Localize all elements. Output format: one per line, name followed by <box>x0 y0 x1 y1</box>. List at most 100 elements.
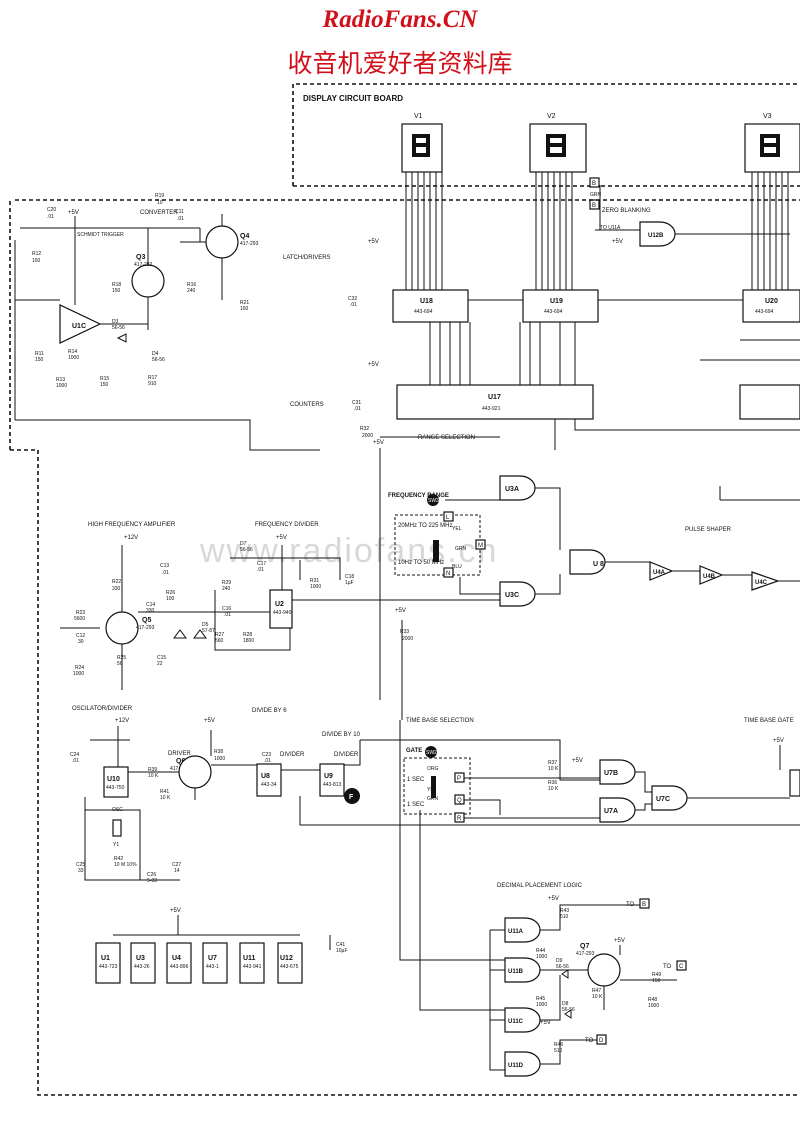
svg-text:U17: U17 <box>488 394 501 401</box>
gate-u7a <box>599 797 636 823</box>
svg-text:10 K: 10 K <box>160 795 171 801</box>
svg-text:TO U11A: TO U11A <box>600 225 621 231</box>
svg-text:443-921: 443-921 <box>482 406 501 412</box>
svg-text:Q6: Q6 <box>176 758 185 765</box>
svg-text:10 K: 10 K <box>148 773 159 779</box>
hf-amp-section: HIGH FREQUENCY AMPLIFIER FREQUENCY DIVID… <box>60 522 500 720</box>
svg-text:240: 240 <box>187 288 196 294</box>
svg-text:443-34: 443-34 <box>261 782 277 788</box>
svg-text:D7: D7 <box>240 541 247 547</box>
svg-text:150: 150 <box>35 357 44 363</box>
ic-u9 <box>319 763 345 797</box>
power-ic-u1 <box>95 942 121 984</box>
svg-text:C12: C12 <box>76 633 85 639</box>
power-ic-u3 <box>130 942 156 984</box>
svg-text:U1: U1 <box>101 955 110 962</box>
svg-text:1000: 1000 <box>68 355 79 361</box>
svg-text:443-26: 443-26 <box>134 964 150 970</box>
svg-text:ORG: ORG <box>427 766 439 772</box>
svg-text:C27: C27 <box>172 862 181 868</box>
watermark-url: www.radiofans.cn <box>200 532 499 570</box>
svg-text:443-813: 443-813 <box>323 782 342 788</box>
label-schmidt: SCHMIDT TRIGGER <box>77 232 124 238</box>
svg-text:P: P <box>457 776 461 782</box>
svg-text:R: R <box>457 816 462 822</box>
svg-text:417-292: 417-292 <box>134 262 153 268</box>
svg-text:R15: R15 <box>100 376 109 382</box>
svg-text:1800: 1800 <box>243 638 254 644</box>
label-hf-amp: HIGH FREQUENCY AMPLIFIER <box>88 522 176 528</box>
svg-text:57-87: 57-87 <box>202 628 215 634</box>
svg-text:443-694: 443-694 <box>414 309 433 315</box>
svg-text:+5V: +5V <box>548 896 559 902</box>
power-ic-u11 <box>239 942 265 984</box>
svg-text:417-293: 417-293 <box>136 625 155 631</box>
watermark-site: RadioFans.CN <box>322 6 478 33</box>
svg-text:U11D: U11D <box>508 1063 524 1069</box>
svg-text:U11A: U11A <box>508 929 524 935</box>
svg-text:C11: C11 <box>175 209 184 215</box>
svg-text:R21: R21 <box>240 300 249 306</box>
svg-text:TO: TO <box>663 964 672 970</box>
label-range-selection: RANGE SELECTION <box>418 435 475 441</box>
svg-text:+5V: +5V <box>572 758 583 764</box>
svg-text:443-675: 443-675 <box>280 964 299 970</box>
transistor-q3 <box>131 264 165 298</box>
svg-text:F: F <box>349 794 354 801</box>
svg-text:10 M 10%: 10 M 10% <box>114 862 137 868</box>
svg-text:SW3: SW3 <box>428 498 439 504</box>
svg-text:R11: R11 <box>35 351 44 357</box>
svg-text:D8: D8 <box>562 1001 569 1007</box>
svg-text:R44: R44 <box>536 948 545 954</box>
svg-text:+5V: +5V <box>368 239 379 245</box>
svg-text:U2: U2 <box>275 601 284 608</box>
svg-text:DRIVER: DRIVER <box>168 751 191 757</box>
svg-text:30: 30 <box>78 639 84 645</box>
range-section: U3A U3C U 8 FREQUENCY RANGE SW3 20MHz TO… <box>388 475 800 607</box>
svg-text:56: 56 <box>117 661 123 667</box>
svg-text:560: 560 <box>215 638 224 644</box>
svg-text:GRN: GRN <box>427 796 439 802</box>
svg-text:R49: R49 <box>652 972 661 978</box>
svg-text:U4A: U4A <box>653 570 666 576</box>
svg-text:DIVIDER: DIVIDER <box>334 752 359 758</box>
svg-text:FREQUENCY RANGE: FREQUENCY RANGE <box>388 493 449 499</box>
latch-counter-section: LATCH/DRIVERS COUNTERS ZERO BLANKING TO … <box>283 185 800 700</box>
watermark-chinese: 收音机爱好者资料库 <box>287 51 513 78</box>
svg-text:+5V: +5V <box>204 718 215 724</box>
gate-u3a <box>499 475 536 501</box>
svg-text:R32: R32 <box>360 426 369 432</box>
label-decimal-logic: DECIMAL PLACEMENT LOGIC <box>497 883 583 889</box>
svg-text:443-940: 443-940 <box>273 610 292 616</box>
gate-u11b <box>504 957 541 983</box>
gate-u4a <box>649 561 674 581</box>
gate-u4c <box>751 571 780 591</box>
transistor-q4 <box>205 225 239 259</box>
svg-text:R29: R29 <box>222 580 231 586</box>
svg-text:U9: U9 <box>324 773 333 780</box>
svg-text:D4: D4 <box>152 351 159 357</box>
svg-text:1µF: 1µF <box>345 580 354 586</box>
ic-u17 <box>396 384 594 420</box>
gate-u4b <box>699 565 724 585</box>
label-time-base-selection: TIME BASE SELECTION <box>406 718 474 724</box>
svg-text:C16: C16 <box>222 606 231 612</box>
svg-text:C31: C31 <box>352 400 361 406</box>
svg-text:C25: C25 <box>76 862 85 868</box>
svg-text:SW2: SW2 <box>426 750 437 756</box>
switch-sw2[interactable] <box>403 757 471 815</box>
converter-section: CONVERTER SCHMIDT TRIGGER +5V C20.01 R12… <box>14 193 320 451</box>
svg-text:BLU: BLU <box>452 564 462 570</box>
svg-text:R24: R24 <box>75 665 84 671</box>
svg-text:C32: C32 <box>348 296 357 302</box>
svg-text:+5V: +5V <box>368 362 379 368</box>
svg-text:C17: C17 <box>257 561 266 567</box>
svg-text:C20: C20 <box>47 207 56 213</box>
svg-text:.01: .01 <box>47 214 54 220</box>
label-converter: CONVERTER <box>140 210 178 216</box>
svg-text:R39: R39 <box>148 767 157 773</box>
ic-u18 <box>392 289 469 323</box>
svg-text:Q3: Q3 <box>136 254 145 261</box>
svg-text:U7B: U7B <box>604 770 618 777</box>
svg-text:R16: R16 <box>187 282 196 288</box>
